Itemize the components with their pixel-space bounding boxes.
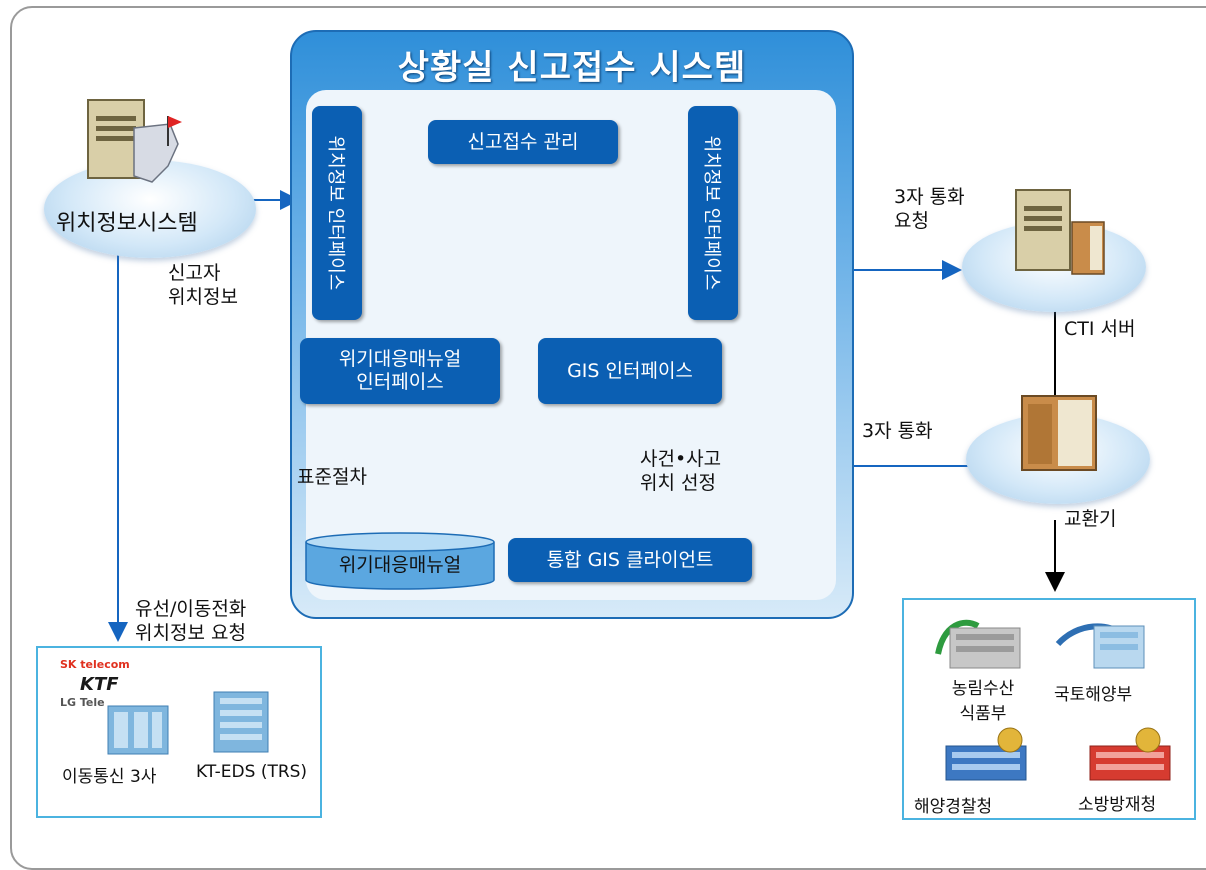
exchange-label: 교환기: [1064, 508, 1117, 530]
agencies-panel: 농림수산 식품부 국토해양부 해양경찰청 소방방재청: [902, 598, 1196, 820]
database-icon: [305, 532, 495, 590]
gis-client-box: 통합 GIS 클라이언트: [508, 538, 752, 582]
crisis-if-line2: 인터페이스: [356, 371, 444, 393]
cti-server-label: CTI 서버: [1064, 318, 1136, 340]
gis-interface-box: GIS 인터페이스: [538, 338, 722, 404]
standard-procedure-label: 표준절차: [297, 466, 367, 488]
carriers-panel: SK telecom KTF LG Tele 이동통신 3사 KT-EDS (T…: [36, 646, 322, 818]
fire-agency-building-icon: [1089, 727, 1171, 781]
system-title: 상황실 신고접수 시스템: [397, 48, 747, 88]
crisis-manual-database: 위기대응매뉴얼: [304, 532, 496, 590]
report-management-box: 신고접수 관리: [428, 120, 618, 164]
sk-telecom-logo: SK telecom: [60, 658, 130, 671]
agency-fire: 소방방재청: [1078, 795, 1157, 815]
location-system-label: 위치정보시스템: [56, 211, 198, 236]
three-way-call-label: 3자 통화: [862, 420, 933, 442]
ktf-logo: KTF: [80, 674, 119, 695]
location-interface-left-label: 위치정보 인터페이스: [325, 135, 346, 291]
reporter-line2: 위치정보: [168, 285, 238, 308]
location-server-icon: [82, 94, 182, 184]
location-interface-left-box: 위치정보 인터페이스: [312, 106, 362, 320]
three-way-req-line1: 3자 통화: [894, 186, 965, 208]
cti-server-icon: [1010, 182, 1110, 278]
crisis-if-line1: 위기대응매뉴얼: [338, 348, 462, 371]
situation-room-system: 상황실 신고접수 시스템: [290, 30, 854, 619]
land-maritime-building-icon: [1055, 623, 1145, 669]
agency-coast-guard: 해양경찰청: [914, 797, 993, 817]
agency-agriculture-line2: 식품부: [959, 704, 1007, 724]
exchange-icon: [1018, 390, 1102, 474]
incident-line1: 사건•사고: [640, 448, 722, 470]
reporter-location-label: 신고자 위치정보: [168, 262, 238, 310]
lg-telecom-logo: LG Tele: [60, 696, 105, 709]
reporter-line1: 신고자: [168, 262, 221, 284]
carrier-item-kteds: KT-EDS (TRS): [196, 762, 308, 782]
incident-line2: 위치 선정: [640, 471, 716, 494]
location-interface-right-label: 위치정보 인터페이스: [701, 135, 722, 291]
agency-agriculture: 농림수산 식품부: [938, 674, 1028, 724]
location-interface-right-box: 위치정보 인터페이스: [688, 106, 738, 320]
mobile-location-request-label: 유선/이동전화 위치정보 요청: [135, 598, 246, 646]
coast-guard-building-icon: [945, 727, 1027, 781]
carrier-item-mobile: 이동통신 3사: [62, 767, 157, 787]
mobile-req-line2: 위치정보 요청: [135, 621, 246, 644]
agency-agriculture-line1: 농림수산: [951, 679, 1015, 699]
incident-location-label: 사건•사고 위치 선정: [640, 448, 721, 496]
three-way-request-label: 3자 통화 요청: [894, 186, 965, 234]
three-way-req-line2: 요청: [894, 209, 929, 232]
carrier-building-icon: [107, 705, 169, 755]
crisis-manual-interface-box: 위기대응매뉴얼 인터페이스: [300, 338, 500, 404]
agency-land-maritime: 국토해양부: [1054, 685, 1133, 705]
crisis-db-label: 위기대응매뉴얼: [338, 554, 462, 576]
kt-eds-building-icon: [213, 691, 269, 753]
agriculture-building-icon: [935, 619, 1021, 669]
mobile-req-line1: 유선/이동전화: [135, 598, 247, 620]
